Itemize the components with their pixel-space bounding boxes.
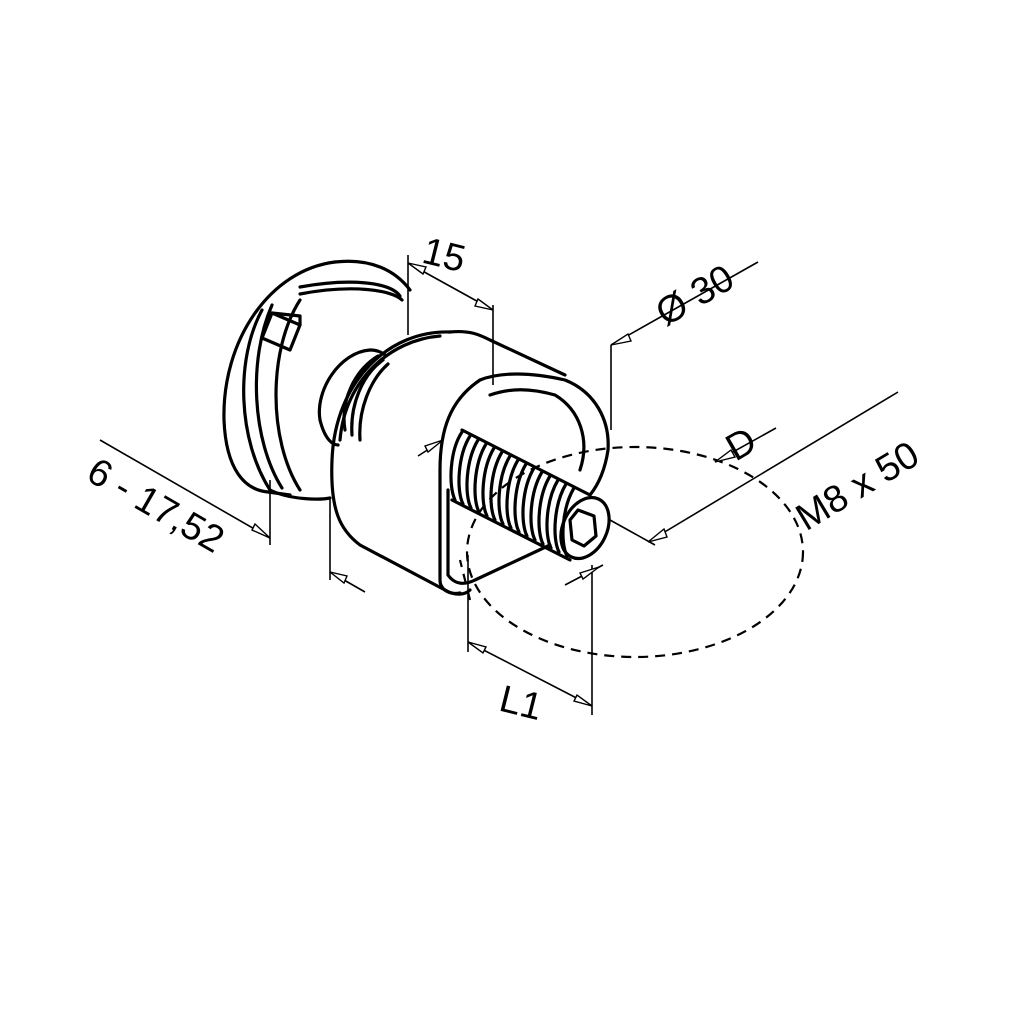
dimension-lines	[99, 255, 899, 715]
dim-label-l1: L1	[495, 678, 547, 730]
threaded-stud	[449, 428, 611, 562]
dim-label-15: 15	[418, 230, 470, 282]
dashed-hole-outline	[465, 445, 805, 659]
main-body	[330, 329, 610, 596]
rear-disc	[222, 259, 412, 501]
